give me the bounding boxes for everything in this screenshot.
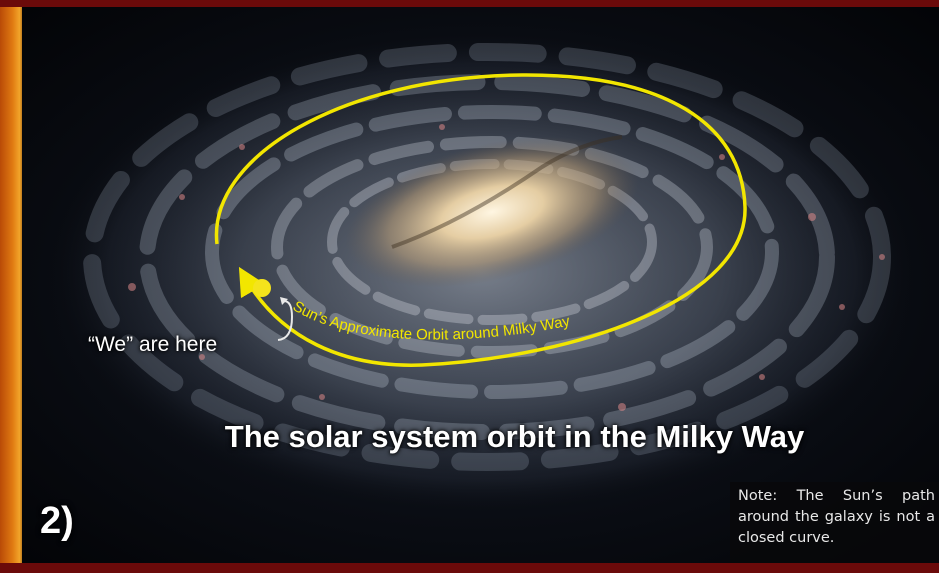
note-box: Note: The Sun’s path around the galaxy i…: [730, 482, 939, 563]
milky-way-illustration: Sun’s Approximate Orbit around Milky Way: [22, 7, 939, 563]
slide-number: 2): [40, 500, 74, 542]
galactic-bulge: [345, 136, 639, 288]
pointer-arrowhead: [280, 297, 288, 305]
sun-position-marker: [253, 279, 271, 297]
sun-orbit-path: [214, 73, 747, 367]
star-forming-regions: [128, 124, 885, 411]
slide-title: The solar system orbit in the Milky Way: [224, 419, 805, 454]
pointer-line: [277, 300, 294, 341]
we-are-here-label: “We” are here: [88, 333, 218, 356]
slide-frame-bottom: [0, 563, 939, 573]
spiral-arms: [83, 43, 891, 471]
dust-lane: [391, 135, 623, 249]
slide-frame-top: [0, 0, 939, 7]
note-text: Note: The Sun’s path around the galaxy i…: [738, 488, 935, 546]
